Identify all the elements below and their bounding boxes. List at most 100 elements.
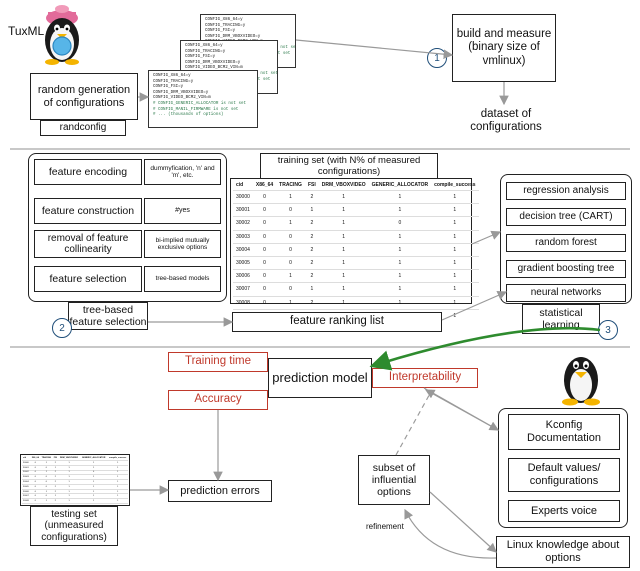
model-item: gradient boosting tree (506, 260, 626, 278)
training-table-cell: 0 (368, 216, 432, 231)
testing-table-cell: 30007 (22, 493, 31, 499)
testing-table-cell: 2 (52, 460, 59, 466)
training-table-cell: 1 (431, 282, 479, 296)
training-table-cell: 0 (276, 203, 305, 217)
training-table-cell: 2 (304, 269, 319, 283)
training-table-cell: 1 (276, 269, 305, 283)
testing-table-cell: 1 (107, 498, 128, 504)
step-1-badge: 1 (427, 48, 447, 68)
testing-table-header-cell: GENERIC_ALLOCATOR (81, 457, 106, 459)
section-separator-bottom (10, 346, 630, 348)
training-table-cell: 0 (252, 203, 277, 217)
config-line: CONFIG_FSI=y (185, 55, 216, 60)
training-table-cell: 0 (252, 282, 277, 296)
training-time-box: Training time (168, 352, 268, 372)
config-line: # CONFIG_GENERIC_ALLOCATOR is not set (153, 101, 246, 106)
training-table-cell: 0 (252, 229, 277, 244)
training-table-cell: 1 (318, 242, 369, 257)
testing-table-cell: 1 (107, 464, 128, 471)
tux-logo (562, 357, 600, 406)
testing-table-cell: 1 (107, 474, 128, 480)
testing-table-cell: 1 (79, 498, 108, 504)
training-table-cell: 30007 (233, 282, 253, 296)
arrow-interp-to-knowledge (423, 387, 500, 431)
testing-table-cell: 30001 (22, 464, 31, 471)
config-line: CONFIG_FSI=y (153, 85, 184, 90)
training-table-cell: 1 (276, 295, 305, 310)
testing-table-header-cell: cid (23, 457, 27, 459)
testing-table-cell: 0 (30, 474, 41, 480)
training-table-cell: 1 (431, 269, 479, 283)
testing-table-cell: 1 (58, 469, 80, 475)
arrow-knowledge-to-interp (424, 389, 499, 431)
testing-table-cell: 1 (79, 488, 108, 494)
training-table-header-cell: X86_64 (255, 182, 274, 188)
testing-table-cell: 2 (52, 469, 59, 475)
testing-table-cell: 1 (107, 483, 128, 490)
testing-table-header-cell: X86_64 (31, 457, 39, 459)
testing-table-cell: 1 (58, 479, 80, 485)
random-generation-label: random generation of configurations (37, 83, 131, 109)
feature-construction-box: feature construction (34, 198, 142, 224)
testing-table-cell: 1 (52, 464, 59, 471)
config-line: CONFIG_X86_64=y (205, 18, 243, 22)
config-line: CONFIG_X86_64=y (153, 74, 191, 78)
training-table-cell: 30004 (233, 242, 253, 257)
testing-table-cell: 0 (79, 469, 108, 475)
testing-table-cell: 1 (58, 498, 80, 504)
feature-construction-note: #yes (144, 198, 221, 224)
testing-table-cell: 1 (107, 469, 128, 475)
config-line: CONFIG_FSI=y (205, 29, 236, 34)
testing-table-cell: 1 (107, 488, 128, 494)
model-item: random forest (506, 234, 626, 252)
training-table-cell: 0 (252, 295, 277, 310)
experts-voice-box: Experts voice (508, 500, 620, 522)
training-table-cell: 1 (431, 255, 479, 270)
training-table-cell: 30005 (233, 255, 253, 270)
testing-table-cell: 0 (30, 502, 41, 505)
dashed-subset-to-interp (395, 389, 433, 456)
training-table-cell: 2 (304, 229, 319, 244)
training-table-cell: 30008 (233, 295, 253, 310)
section-separator-top (10, 148, 630, 150)
training-table-cell: 0 (252, 269, 277, 283)
removal-collinearity-box: removal of feature collinearity (34, 230, 142, 258)
training-table-cell: 1 (431, 242, 479, 257)
testing-table-cell: 1 (58, 488, 80, 494)
testing-table-row: 30009002111 (22, 502, 128, 505)
training-table-cell: 0 (252, 216, 277, 231)
training-table-cell: 1 (368, 269, 432, 283)
testing-table-cell: 0 (30, 464, 41, 471)
config-line: CONFIG_TRACING=y (153, 79, 194, 84)
testing-table-cell: 1 (79, 502, 108, 505)
tree-based-box: tree-based feature selection (68, 302, 148, 330)
training-table-header-cell: GENERIC_ALLOCATOR (371, 182, 429, 188)
training-table-cell: 1 (368, 295, 432, 310)
training-table-cell: 1 (318, 216, 369, 231)
tuxml-label: TuxML (8, 24, 45, 38)
training-table-cell: 1 (368, 229, 432, 244)
step-2-badge: 2 (52, 318, 72, 338)
prediction-errors-box: prediction errors (168, 480, 272, 502)
testing-table-header-cell: FSI (53, 457, 57, 459)
training-table-cell: 0 (252, 189, 277, 204)
random-generation-box: random generation of configurations (30, 73, 138, 120)
randconfig-box: randconfig (40, 120, 126, 136)
training-table-cell: 2 (304, 242, 319, 257)
training-table-cell: 1 (368, 189, 432, 204)
config-line: CONFIG_VIDEO_BCM2_VIN=m (185, 66, 243, 71)
testing-table-cell: 1 (40, 460, 53, 466)
subset-options-box: subset of influential options (358, 455, 430, 505)
testing-table-cell: 1 (107, 502, 128, 505)
training-table-cell: 1 (318, 229, 369, 244)
